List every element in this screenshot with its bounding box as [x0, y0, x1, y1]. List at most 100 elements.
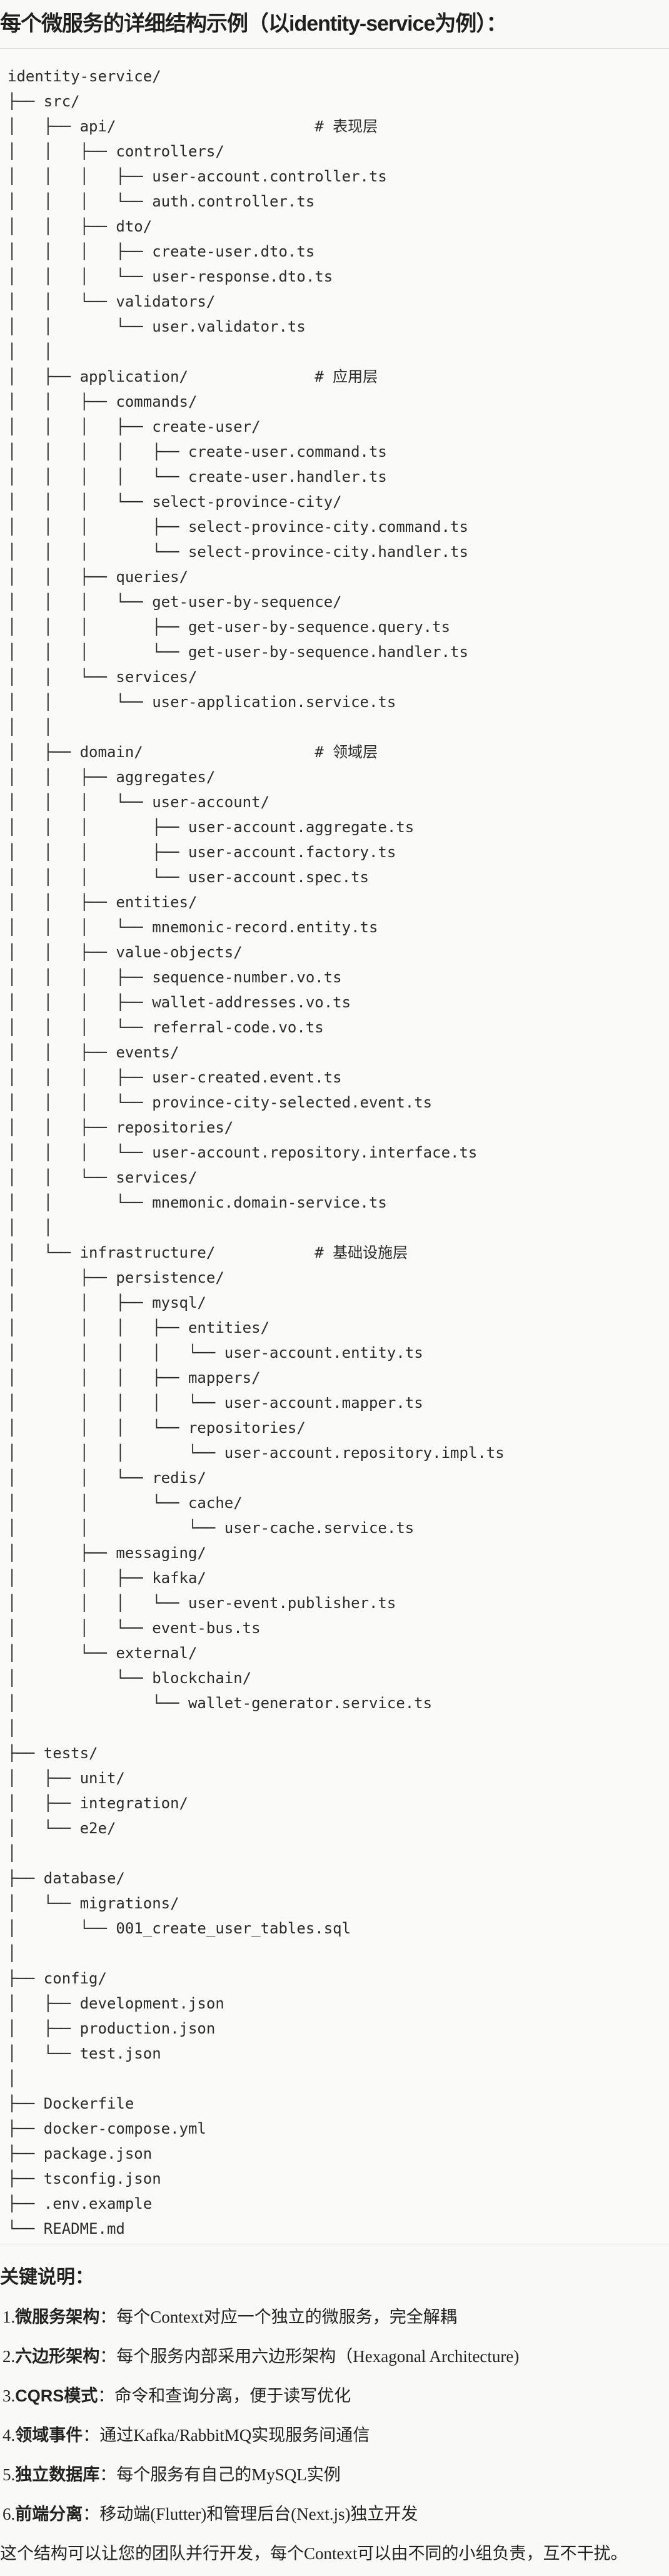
tree-line: │ ├── domain/ # 领域层	[8, 743, 378, 761]
note-number: 2.	[3, 2347, 16, 2366]
note-item: 6.前端分离：移动端(Flutter)和管理后台(Next.js)独立开发	[0, 2495, 669, 2534]
tree-line: │ │ │ └── user-account.spec.ts	[8, 868, 369, 886]
note-item: 1.微服务架构：每个Context对应一个独立的微服务，完全解耦	[0, 2298, 669, 2337]
note-number: 5.	[3, 2465, 16, 2484]
tree-line: ├── .env.example	[8, 2195, 153, 2212]
tree-line: │ ├── production.json	[8, 2020, 216, 2037]
tree-line: │ │	[8, 343, 53, 360]
tree-line: │ │ │ ├── select-province-city.command.t…	[8, 518, 468, 536]
tree-line: │ │ ├── aggregates/	[8, 768, 216, 786]
tree-line: │ │ └── services/	[8, 668, 198, 686]
tree-line: │ └── e2e/	[8, 1820, 116, 1837]
tree-line: │ │ ├── commands/	[8, 393, 198, 410]
tree-line: │ │ │ │ └── user-account.entity.ts	[8, 1344, 423, 1362]
tree-line: │ │ ├── events/	[8, 1044, 179, 1061]
tree-line: │ │ │ ├── get-user-by-sequence.query.ts	[8, 618, 451, 636]
tree-line: │ │ │ └── user-account.repository.impl.t…	[8, 1444, 505, 1462]
tree-line: │ ├── persistence/	[8, 1269, 224, 1286]
tree-line: ├── docker-compose.yml	[8, 2120, 206, 2137]
tree-line: │ │ └── cache/	[8, 1494, 243, 1512]
tree-line: │ ├── api/ # 表现层	[8, 118, 378, 135]
tree-line: │ └── test.json	[8, 2045, 161, 2062]
note-term: 前端分离	[15, 2505, 83, 2523]
note-separator: ：	[99, 2347, 117, 2366]
tree-line: └── README.md	[8, 2220, 125, 2237]
note-term: 微服务架构	[15, 2308, 100, 2326]
tree-line: │ │ └── validators/	[8, 293, 216, 310]
tree-line: ├── tests/	[8, 1744, 98, 1762]
note-item: 4.领域事件：通过Kafka/RabbitMQ实现服务间通信	[0, 2416, 669, 2455]
note-number: 1.	[3, 2308, 16, 2326]
tree-line: │ │ │ └── user-response.dto.ts	[8, 268, 333, 285]
tree-line: │ │ ├── value-objects/	[8, 944, 243, 961]
tree-line: │ │ └── services/	[8, 1169, 198, 1186]
tree-line: │ │ ├── entities/	[8, 893, 198, 911]
tree-line: │ │ │ └── user-event.publisher.ts	[8, 1594, 396, 1612]
tree-line: ├── config/	[8, 1970, 107, 1987]
tree-line: │ │ │ └── select-province-city/	[8, 493, 342, 511]
tree-line: │	[8, 1945, 17, 1962]
tree-line: identity-service/	[8, 68, 161, 85]
tree-line: │ │ │ └── get-user-by-sequence.handler.t…	[8, 643, 468, 661]
note-text: 每个服务内部采用六边形架构（Hexagonal Architecture)	[116, 2347, 520, 2366]
note-separator: ：	[83, 2426, 100, 2445]
tree-line: │ └── external/	[8, 1644, 198, 1662]
note-separator: ：	[99, 2465, 117, 2484]
tree-line: │ │ │ └── referral-code.vo.ts	[8, 1019, 324, 1036]
note-text: 每个Context对应一个独立的微服务，完全解耦	[116, 2308, 457, 2326]
tree-line: ├── tsconfig.json	[8, 2170, 161, 2187]
tree-line: │ │ └── user-cache.service.ts	[8, 1519, 415, 1537]
tree-line: │ ├── messaging/	[8, 1544, 206, 1562]
tree-line: │	[8, 1845, 17, 1862]
tree-line: │ │	[8, 1219, 53, 1236]
note-separator: ：	[99, 2308, 117, 2326]
tree-line: │ └── 001_create_user_tables.sql	[8, 1920, 351, 1937]
page-title: 每个微服务的详细结构示例（以identity-service为例）：	[0, 12, 507, 36]
tree-line: │ │ │ └── auth.controller.ts	[8, 193, 315, 210]
note-item: 2.六边形架构：每个服务内部采用六边形架构（Hexagonal Architec…	[0, 2337, 669, 2376]
tree-line: │ ├── development.json	[8, 1995, 224, 2012]
tree-line: │ │ │ ├── wallet-addresses.vo.ts	[8, 994, 351, 1011]
tree-line: │ │ ├── kafka/	[8, 1569, 206, 1587]
tree-line: │ │ │ │ └── create-user.handler.ts	[8, 468, 387, 486]
tree-line: │ │ │ ├── user-created.event.ts	[8, 1069, 342, 1086]
tree-line: │ │ ├── repositories/	[8, 1119, 234, 1136]
notes-heading: 关键说明：	[0, 2267, 94, 2288]
note-term: 领域事件	[15, 2426, 83, 2445]
tree-line: │ │ └── mnemonic.domain-service.ts	[8, 1194, 387, 1211]
note-item: 3.CQRS模式：命令和查询分离，便于读写优化	[0, 2376, 669, 2416]
tree-line: ├── src/	[8, 93, 80, 110]
tree-line: │ │	[8, 718, 53, 736]
note-text: 移动端(Flutter)和管理后台(Next.js)独立开发	[99, 2505, 418, 2523]
tree-line: │ │ │ ├── sequence-number.vo.ts	[8, 969, 342, 986]
note-number: 3.	[3, 2386, 16, 2405]
tree-line: │ │ │ └── user-account.repository.interf…	[8, 1144, 478, 1161]
note-text: 命令和查询分离，便于读写优化	[114, 2386, 351, 2405]
tree-line: │ │ │ ├── mappers/	[8, 1369, 261, 1387]
tree-line: │ └── blockchain/	[8, 1669, 252, 1687]
note-number: 4.	[3, 2426, 16, 2445]
tree-line: │ │ │ ├── create-user.dto.ts	[8, 243, 315, 260]
tree-line: │ │ │ ├── user-account.factory.ts	[8, 843, 396, 861]
note-item: 5.独立数据库：每个服务有自己的MySQL实例	[0, 2455, 669, 2495]
note-term: CQRS模式	[15, 2386, 98, 2405]
tree-line: │ │ │ ├── create-user/	[8, 418, 261, 435]
tree-line: │ │ └── event-bus.ts	[8, 1619, 261, 1637]
tree-line: │	[8, 1719, 17, 1737]
tree-line: │ │ └── user-application.service.ts	[8, 693, 396, 711]
note-term: 独立数据库	[15, 2465, 100, 2484]
tree-line: │ │ │ └── select-province-city.handler.t…	[8, 543, 468, 561]
tree-line: │ └── wallet-generator.service.ts	[8, 1694, 433, 1712]
code-block: identity-service/ ├── src/ │ ├── api/ # 表现…	[0, 48, 669, 2244]
tree-line: ├── database/	[8, 1870, 125, 1887]
note-number: 6.	[3, 2505, 16, 2523]
note-text: 每个服务有自己的MySQL实例	[116, 2465, 341, 2484]
tree-line: │ └── infrastructure/ # 基础设施层	[8, 1244, 408, 1261]
tree-line: │ │ │ │ └── user-account.mapper.ts	[8, 1394, 423, 1412]
tree-line: │	[8, 2070, 17, 2087]
summary-text: 这个结构可以让您的团队并行开发，每个Context可以由不同的小组负责，互不干扰…	[0, 2544, 628, 2563]
tree-line: │ │ │ └── user-account/	[8, 793, 270, 811]
tree-line: │ │ │ └── mnemonic-record.entity.ts	[8, 919, 378, 936]
